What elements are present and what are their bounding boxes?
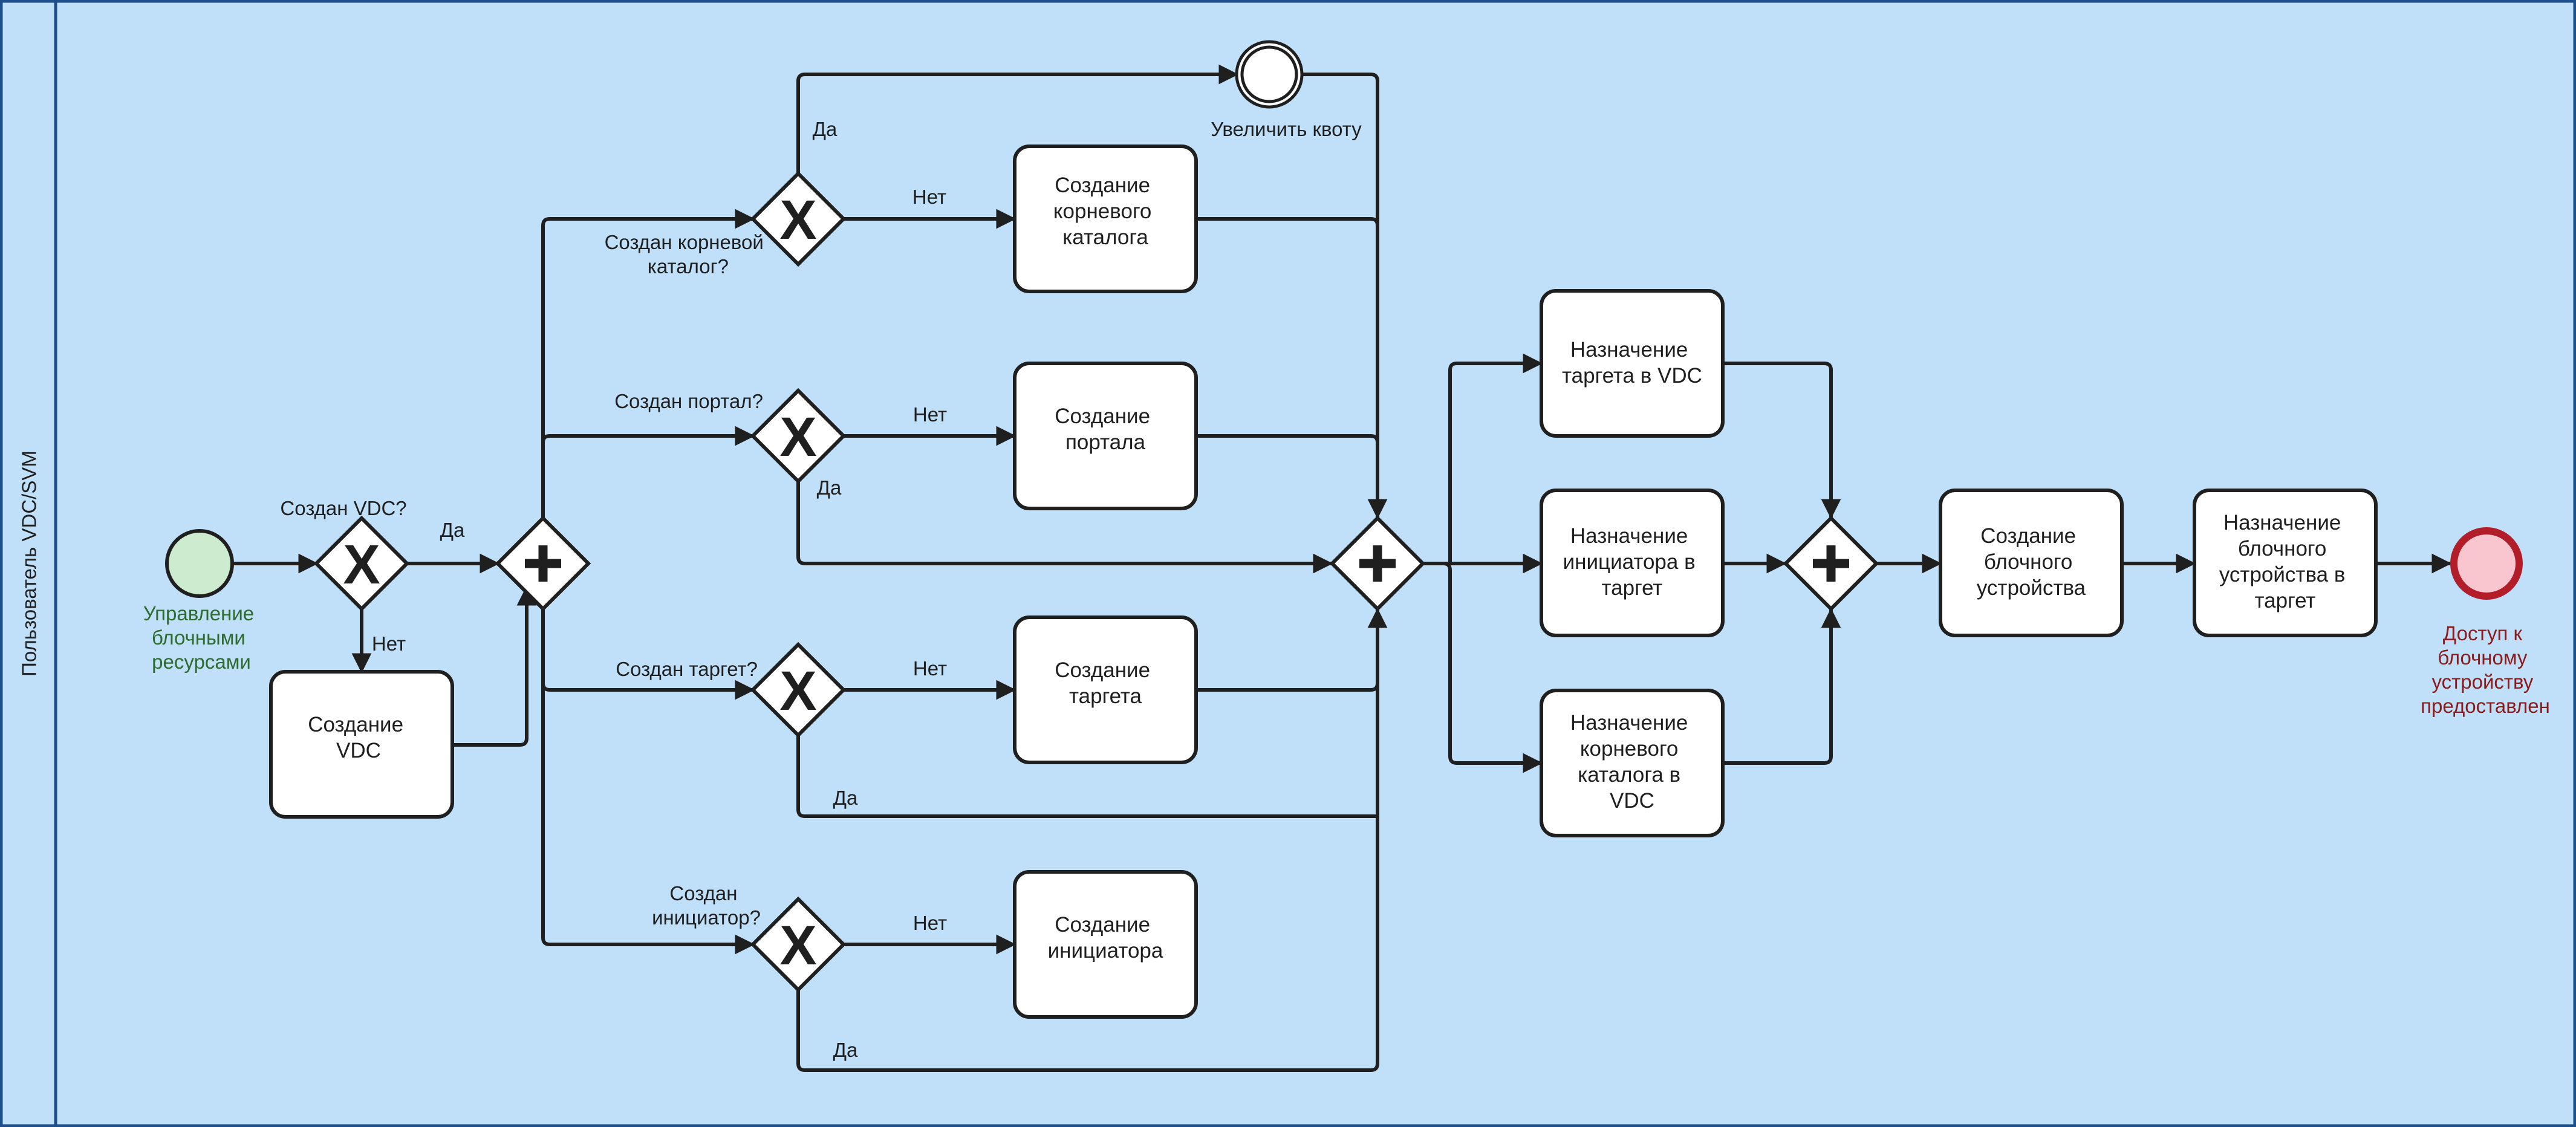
gateway-x-icon: X <box>779 406 816 468</box>
gateway-portal: X <box>750 388 847 484</box>
task-assign-target: Назначение таргета в VDC <box>1540 289 1725 438</box>
task-assign-block-device: Назначение блочного устройства в таргет <box>2193 489 2378 637</box>
task-create-initiator: Создание инициатора <box>1013 870 1198 1019</box>
intermediate-event-label: Увеличить квоту <box>1211 118 1362 140</box>
flow-label-yes: Да <box>817 476 842 499</box>
sequence-flows <box>231 64 2452 1072</box>
parallel-gateway-split <box>495 515 591 612</box>
task-create-root-catalog: Создание корневого каталога <box>1013 145 1198 293</box>
task-create-portal: Создание портала <box>1013 362 1198 510</box>
intermediate-event-inner <box>1240 45 1298 103</box>
gateway-vdc: X <box>313 515 410 612</box>
task-assign-initiator: Назначение инициатора в таргет <box>1540 489 1725 637</box>
gateway-x-icon: X <box>779 660 816 722</box>
flow-label-yes: Да <box>440 519 465 541</box>
svg-text:Создание блочного: Создание блочного устройства <box>1977 524 2086 600</box>
gateway-root-label: Создан корневой каталог? <box>605 231 769 278</box>
gateway-x-icon: X <box>779 915 816 976</box>
start-event-label: Управление блочными ресурсами <box>143 602 260 673</box>
flow-label-no: Нет <box>913 657 947 680</box>
gateway-root-catalog: X <box>750 171 847 267</box>
parallel-gateway-assign-join <box>1783 515 1879 612</box>
flow-label-no: Нет <box>913 403 947 426</box>
flow-label-yes: Да <box>833 787 858 809</box>
parallel-gateway-join <box>1329 515 1426 612</box>
flow-label-no: Нет <box>912 186 946 208</box>
gateway-vdc-label: Создан VDC? <box>280 497 406 519</box>
task-create-target: Создание таргета <box>1013 615 1198 764</box>
gateway-initiator: X <box>750 896 847 993</box>
task-create-vdc: Создание VDC <box>269 670 454 819</box>
flow-label-no: Нет <box>372 632 406 655</box>
end-event-label: Доступ к блочному устройству предоставле… <box>2421 622 2550 717</box>
task-create-block-device: Создание блочного устройства <box>1939 489 2124 637</box>
svg-text:Назначение блочного: Назначение блочного устройства в таргет <box>2219 511 2351 612</box>
lane-label: Пользователь VDC/SVM <box>18 450 41 677</box>
svg-text:Создание инициатора: Создание инициатора <box>1048 913 1163 963</box>
start-event <box>165 529 234 598</box>
flow-label-yes: Да <box>833 1039 858 1061</box>
gateway-target: X <box>750 641 847 738</box>
gateway-portal-label: Создан портал? <box>614 390 763 412</box>
svg-text:Создание портала: Создание портала <box>1055 404 1156 454</box>
svg-text:Назначение инициатора в: Назначение инициатора в таргет <box>1563 524 1702 600</box>
gateway-x-icon: X <box>343 534 380 596</box>
gateway-x-icon: X <box>779 189 816 251</box>
task-assign-root-catalog: Назначение корневого каталога в VDC <box>1540 689 1725 837</box>
svg-text:Создание корневого: Создание корневого каталога <box>1053 174 1157 249</box>
flow-label-yes: Да <box>813 118 838 140</box>
svg-text:Назначение таргета в VDC: Назначение таргета в VDC <box>1562 338 1702 388</box>
svg-text:Назначение корневого: Назначение корневого каталога в VDC <box>1570 711 1694 813</box>
gateway-target-label: Создан таргет? <box>616 658 758 680</box>
svg-text:Создание VDC: Создание VDC <box>308 713 409 762</box>
gateway-initiator-label: Создан инициатор? <box>652 882 761 929</box>
flow-label-no: Нет <box>913 912 947 934</box>
lane-header <box>0 0 57 1127</box>
svg-text:Создание таргета: Создание таргета <box>1055 658 1156 708</box>
end-event <box>2450 527 2523 600</box>
